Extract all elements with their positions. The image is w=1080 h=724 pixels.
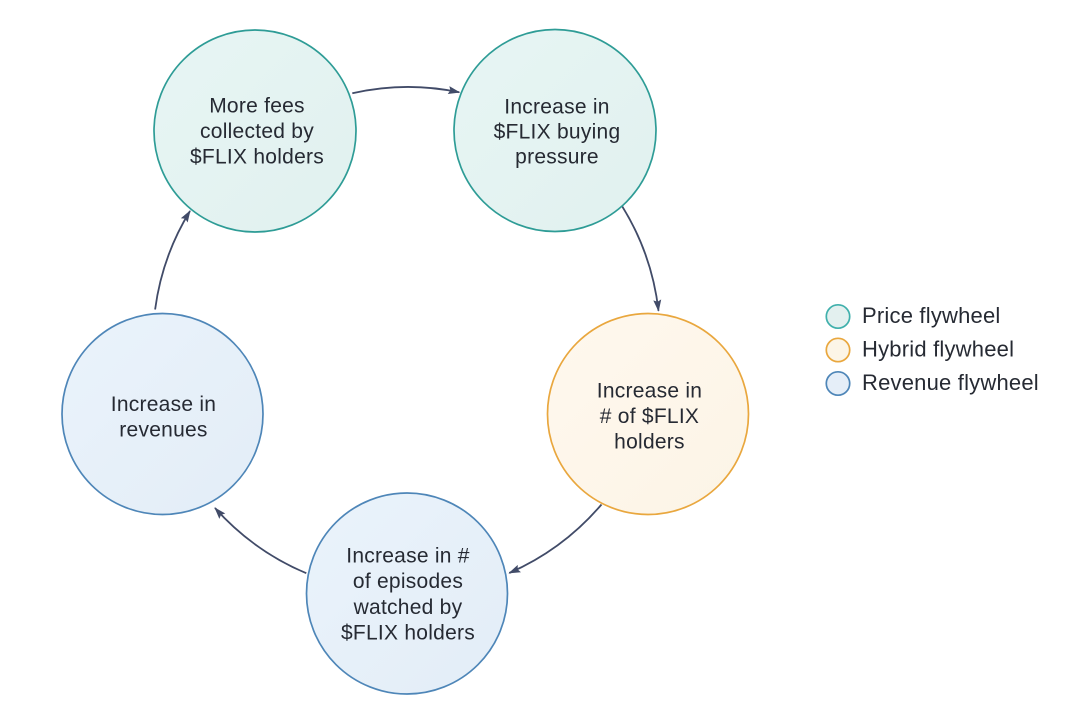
svg-text:collected by: collected by: [200, 120, 314, 143]
svg-text:Increase in: Increase in: [111, 393, 216, 416]
svg-text:$FLIX holders: $FLIX holders: [190, 145, 324, 168]
svg-text:More fees: More fees: [209, 94, 305, 117]
svg-text:of episodes: of episodes: [353, 570, 463, 593]
svg-text:Hybrid flywheel: Hybrid flywheel: [862, 337, 1014, 362]
svg-text:holders: holders: [614, 431, 685, 454]
svg-text:Price flywheel: Price flywheel: [862, 303, 1001, 328]
svg-text:Increase in #: Increase in #: [346, 544, 470, 567]
svg-text:$FLIX holders: $FLIX holders: [341, 622, 475, 645]
svg-text:Revenue flywheel: Revenue flywheel: [862, 370, 1039, 395]
svg-text:Increase in: Increase in: [597, 380, 702, 403]
svg-text:# of $FLIX: # of $FLIX: [600, 405, 699, 428]
svg-text:revenues: revenues: [119, 419, 207, 442]
svg-text:$FLIX buying: $FLIX buying: [494, 121, 621, 144]
svg-text:pressure: pressure: [515, 146, 599, 169]
svg-text:Increase in: Increase in: [504, 96, 609, 119]
svg-text:watched by: watched by: [353, 596, 463, 619]
